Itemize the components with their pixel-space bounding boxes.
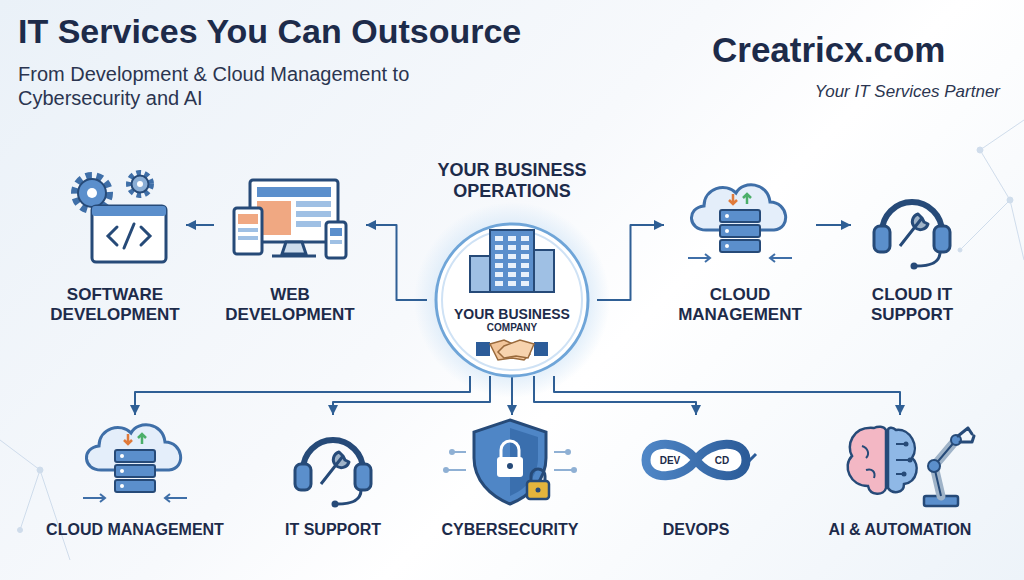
connector-arrow — [135, 376, 470, 415]
service-label: CYBERSECURITY — [436, 521, 585, 539]
connector-arrow — [534, 376, 696, 415]
service-label: AI & AUTOMATION — [823, 521, 978, 539]
tagline: Your IT Services Partner — [815, 82, 1000, 102]
service-label: IT SUPPORT — [278, 521, 388, 539]
service-node: CLOUD MANAGEMENT — [664, 175, 816, 328]
connector-arrow — [186, 224, 214, 226]
connector-arrow — [816, 224, 851, 226]
connector-arrow — [333, 376, 490, 415]
service-label: CLOUD IT SUPPORT — [851, 285, 973, 324]
connector-arrow — [554, 376, 900, 415]
service-node: CYBERSECURITY — [436, 415, 585, 543]
logo-text: Creatricx.com — [712, 30, 945, 70]
subtitle: From Development & Cloud Management to C… — [18, 62, 488, 110]
connector-arrow — [597, 225, 664, 300]
service-node: AI & AUTOMATION — [823, 415, 978, 543]
icon-label: DEV — [660, 455, 681, 466]
service-node: IT SUPPORT — [278, 415, 388, 543]
service-label: CLOUD MANAGEMENT — [40, 521, 230, 539]
node-label: COMPANY — [427, 322, 597, 334]
handshake-icon — [476, 340, 548, 360]
service-label: DEVOPS — [641, 521, 751, 539]
service-node: CLOUD MANAGEMENT — [40, 415, 230, 543]
service-node: DEVOPS — [641, 415, 751, 543]
connector-arrow — [511, 376, 513, 415]
service-node: CLOUD IT SUPPORT — [851, 175, 973, 328]
icon-label: CD — [715, 455, 729, 466]
building-icon — [470, 230, 554, 292]
service-label: WEB DEVELOPMENT — [214, 285, 366, 324]
title: IT Services You Can Outsource — [18, 12, 521, 51]
service-label: CLOUD MANAGEMENT — [664, 285, 816, 324]
service-label: SOFTWARE DEVELOPMENT — [44, 285, 186, 324]
node-label: YOUR BUSINESS — [427, 306, 597, 322]
connector-arrow — [366, 225, 427, 300]
service-node: WEB DEVELOPMENT — [214, 175, 366, 328]
node-heading: YOUR BUSINESS OPERATIONS — [427, 160, 597, 201]
service-node: SOFTWARE DEVELOPMENT — [44, 170, 186, 328]
company-circle: YOUR BUSINESS OPERATIONS YOUR BUSINESSCOM… — [427, 160, 597, 376]
